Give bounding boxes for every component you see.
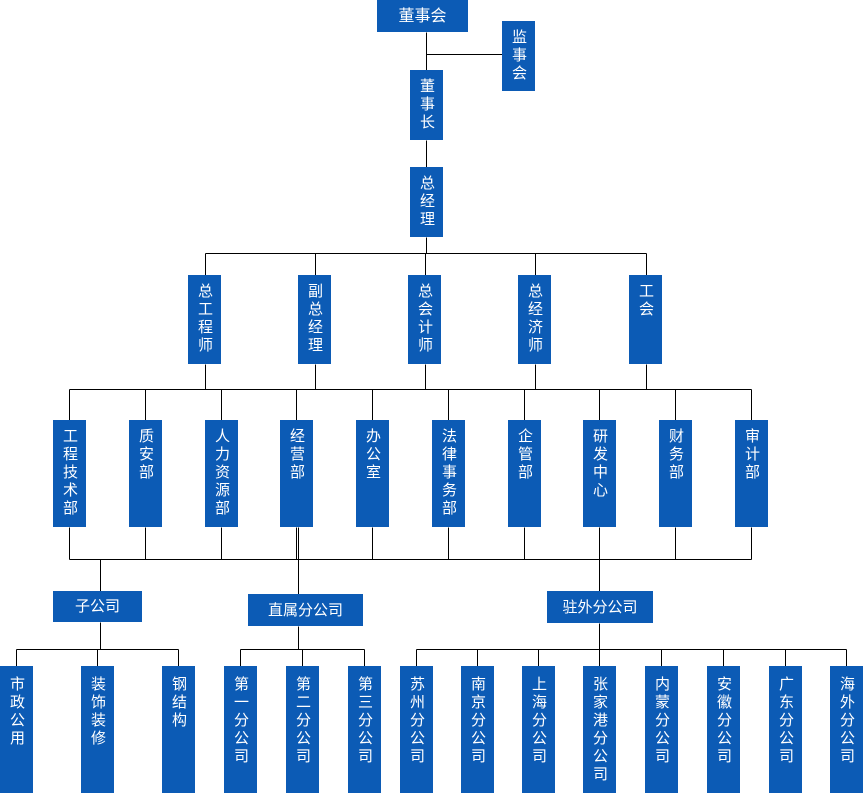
node-rd-center: 研发中心 [583, 420, 616, 527]
node-finance-dept: 财务部 [659, 420, 692, 527]
node-steel-structure: 钢结构 [162, 666, 195, 793]
node-office: 办公室 [356, 420, 389, 527]
node-audit-dept: 审计部 [735, 420, 768, 527]
node-suzhou-branch: 苏州分公司 [400, 666, 433, 793]
node-quality-safety-dept: 质安部 [129, 420, 162, 527]
node-chairman: 董事长 [410, 70, 443, 140]
node-engineering-tech-dept: 工程技术部 [53, 420, 86, 527]
node-operations-dept: 经营部 [280, 420, 313, 527]
node-inner-mongolia-branch: 内蒙分公司 [645, 666, 678, 793]
node-trade-union: 工会 [629, 275, 662, 364]
node-enterprise-mgmt-dept: 企管部 [508, 420, 541, 527]
node-direct-branches: 直属分公司 [248, 594, 363, 626]
node-board: 董事会 [377, 0, 468, 32]
node-chief-economist: 总经济师 [518, 275, 551, 364]
node-second-branch: 第二分公司 [286, 666, 319, 793]
node-overseas-branch: 海外分公司 [830, 666, 863, 793]
node-subsidiaries: 子公司 [53, 591, 142, 622]
node-anhui-branch: 安徽分公司 [707, 666, 740, 793]
node-chief-engineer: 总工程师 [188, 275, 221, 364]
node-legal-affairs-dept: 法律事务部 [432, 420, 465, 527]
node-shanghai-branch: 上海分公司 [522, 666, 555, 793]
node-deputy-general-manager: 副总经理 [298, 275, 331, 364]
node-third-branch: 第三分公司 [348, 666, 381, 793]
node-guangdong-branch: 广东分公司 [769, 666, 802, 793]
node-municipal-public-works: 市政公用 [0, 666, 33, 793]
node-zhangjiagang-branch: 张家港分公司 [583, 666, 616, 793]
node-nanjing-branch: 南京分公司 [461, 666, 494, 793]
node-decoration: 装饰装修 [81, 666, 114, 793]
node-external-branches: 驻外分公司 [547, 591, 653, 623]
node-chief-accountant: 总会计师 [408, 275, 441, 364]
node-general-manager: 总经理 [410, 167, 443, 237]
node-first-branch: 第一分公司 [224, 666, 257, 793]
node-hr-dept: 人力资源部 [205, 420, 238, 527]
node-supervisory-board: 监事会 [502, 21, 535, 91]
